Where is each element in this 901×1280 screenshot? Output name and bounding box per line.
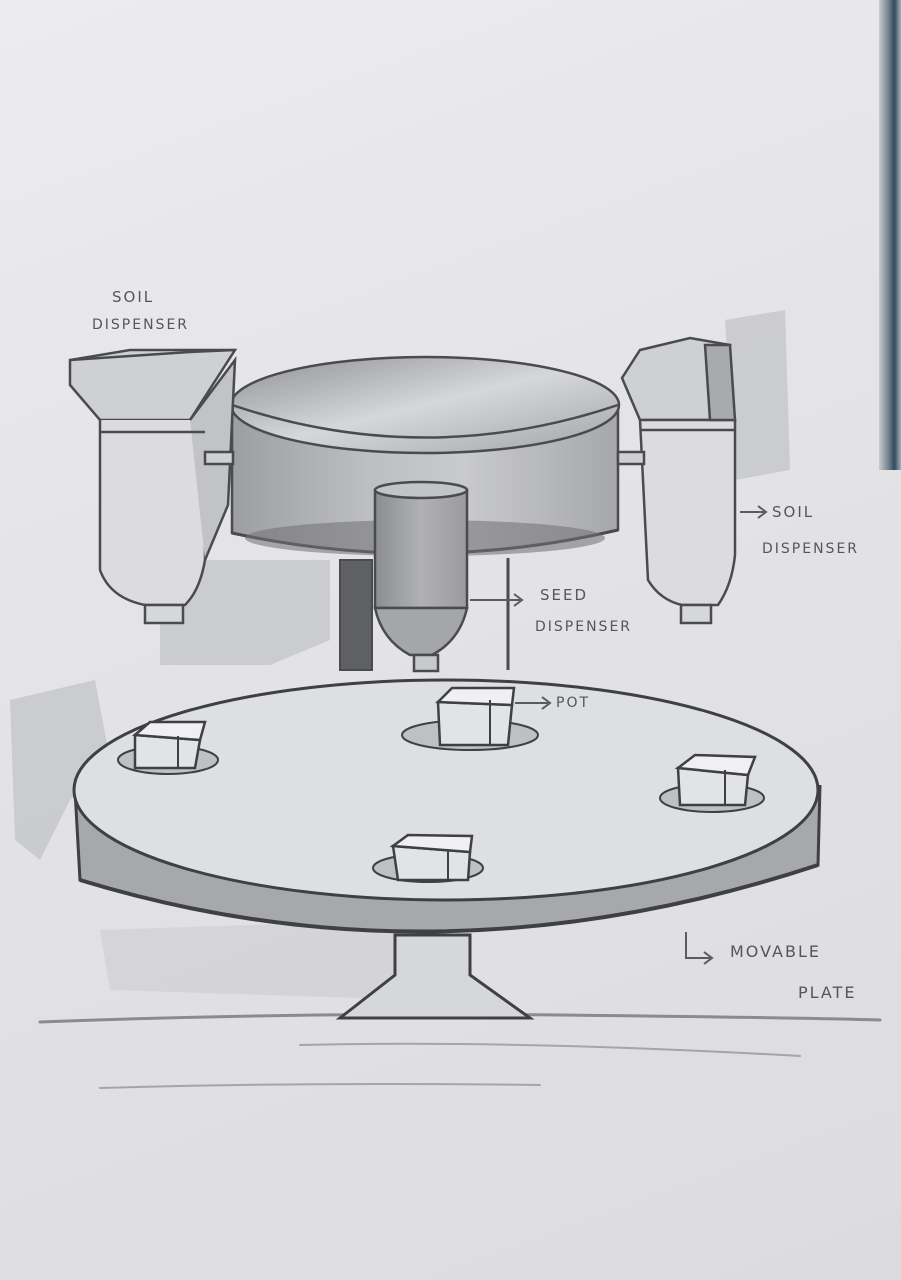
seed-dispenser: [375, 482, 467, 671]
ground-lines: [40, 1014, 880, 1088]
soil-dispenser-right: [618, 338, 735, 623]
label-movable-plate-line2: Plate: [798, 985, 857, 1001]
label-soil-dispenser-left-line1: Soil: [112, 290, 154, 305]
label-seed-dispenser-line1: Seed: [540, 588, 588, 603]
label-soil-dispenser-left-line2: Dispenser: [92, 318, 189, 332]
label-soil-dispenser-right-line2: Dispenser: [762, 542, 859, 556]
label-pot: Pot: [556, 696, 590, 710]
label-seed-dispenser-line2: Dispenser: [535, 620, 632, 634]
label-soil-dispenser-right-line1: Soil: [772, 505, 814, 520]
label-movable-plate-line1: Movable: [730, 944, 821, 960]
